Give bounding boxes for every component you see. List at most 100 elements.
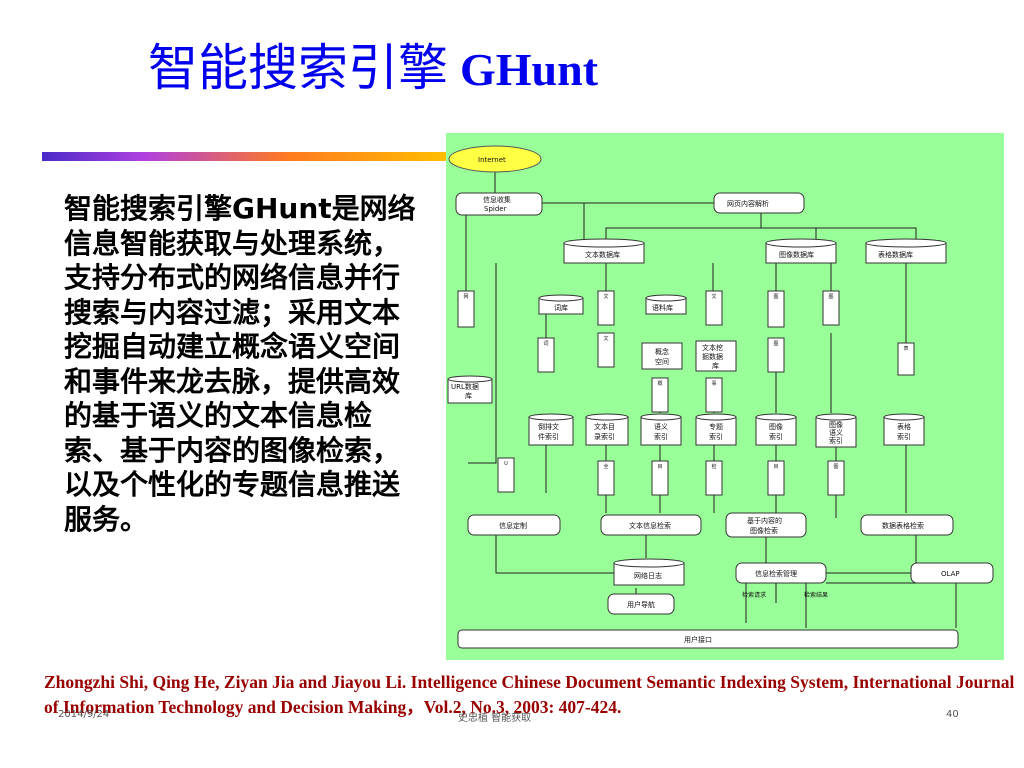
node-text-search: 文本信息检索 — [600, 514, 702, 536]
db-corpus-label: 语料库 — [652, 303, 673, 312]
svg-text:文: 文 — [603, 293, 608, 300]
node-table-search: 数据表格检索 — [860, 514, 954, 536]
node-navigation: 用户导航 — [607, 593, 675, 615]
process-column: 网 文 文 图 图 词 文 图 表 概 事 U 全 目 检 目 图 — [457, 290, 915, 496]
db-text: 文本数据库 — [563, 238, 645, 264]
internet-cloud: Internet — [448, 145, 542, 173]
db-url-label-1: URL数据 — [451, 382, 479, 391]
svg-text:文: 文 — [603, 335, 608, 342]
node-table-search-label: 数据表格检索 — [882, 521, 924, 530]
title-english: GHunt — [460, 44, 599, 95]
node-management-label: 信息检索管理 — [755, 569, 797, 578]
node-textmine-label-2: 掘数据 — [702, 352, 723, 361]
index-inverted: 倒排文 件索引 — [528, 413, 574, 446]
db-image: 图像数据库 — [765, 238, 837, 264]
node-user-interface: 用户接口 — [457, 629, 959, 649]
node-cbir-label-2: 图像检索 — [750, 526, 778, 535]
db-netlog-label: 网络日志 — [634, 571, 662, 580]
svg-text:词: 词 — [543, 340, 548, 347]
db-table-label: 表格数据库 — [878, 250, 913, 259]
index-imgsem-label-2: 语义 — [829, 428, 843, 437]
svg-text:表: 表 — [903, 345, 908, 352]
index-imgsem-label-1: 图像 — [829, 420, 843, 429]
svg-text:目: 目 — [657, 464, 662, 470]
db-url: URL数据 库 — [447, 375, 493, 404]
index-inverted-label-1: 倒排文 — [538, 422, 559, 431]
citation: Zhongzhi Shi, Qing He, Ziyan Jia and Jia… — [44, 672, 1015, 717]
index-topic: 专题 索引 — [695, 413, 737, 446]
node-custom: 信息定制 — [467, 514, 561, 536]
svg-text:U: U — [504, 461, 508, 467]
index-image-label-2: 索引 — [769, 432, 783, 441]
db-url-label-2: 库 — [465, 391, 472, 400]
footer-page-number: 40 — [946, 709, 959, 720]
index-image-label-1: 图像 — [769, 422, 783, 431]
label-search-request: 检索请求 — [742, 591, 766, 599]
title-underline — [42, 152, 452, 161]
index-topic-label-2: 索引 — [709, 432, 723, 441]
db-dict: 词库 — [538, 294, 584, 315]
node-text-mining: 文本挖 掘数据 库 — [695, 340, 737, 372]
svg-text:图: 图 — [833, 464, 838, 470]
index-imgsem-label-3: 索引 — [829, 436, 843, 445]
node-olap-label: OLAP — [941, 570, 960, 578]
index-topic-label-1: 专题 — [709, 422, 723, 431]
node-concept-label-1: 概念 — [655, 347, 669, 356]
node-concept-label-2: 空间 — [655, 357, 669, 366]
index-semantic-label-2: 索引 — [654, 432, 668, 441]
body-paragraph: 智能搜索引擎GHunt是网络信息智能获取与处理系统，支持分布式的网络信息并行搜索… — [64, 192, 416, 536]
index-semantic: 语义 索引 — [640, 413, 682, 446]
svg-text:目: 目 — [773, 464, 778, 470]
diagram-connectors — [465, 170, 957, 628]
svg-text:图: 图 — [828, 294, 833, 300]
svg-text:事: 事 — [711, 380, 716, 387]
index-image-semantic: 图像 语义 索引 — [815, 413, 857, 448]
db-table: 表格数据库 — [865, 238, 947, 264]
footer-date: 2014/9/24 — [58, 709, 110, 720]
node-parser: 网页内容解析 — [713, 192, 805, 214]
node-parser-label: 网页内容解析 — [727, 199, 769, 208]
node-user-interface-label: 用户接口 — [684, 635, 712, 644]
node-concept-space: 概念 空间 — [641, 342, 683, 370]
node-spider-label-2: Spider — [484, 205, 507, 213]
db-corpus: 语料库 — [645, 294, 687, 315]
index-table: 表格 索引 — [883, 413, 925, 446]
footer-author: 史忠植 智能获取 — [458, 713, 532, 724]
index-image: 图像 索引 — [755, 413, 797, 446]
index-table-label-1: 表格 — [897, 422, 911, 431]
label-search-result: 检索结果 — [804, 591, 828, 599]
node-spider: 信息收集 Spider — [455, 192, 543, 216]
svg-text:图: 图 — [773, 294, 778, 300]
svg-text:概: 概 — [657, 380, 662, 387]
node-textmine-label-1: 文本挖 — [702, 343, 723, 352]
index-catalog-label-1: 文本目 — [594, 422, 615, 431]
index-inverted-label-2: 件索引 — [538, 432, 559, 441]
internet-label: Internet — [478, 156, 506, 164]
db-dict-label: 词库 — [554, 303, 568, 312]
node-cbir: 基于内容的 图像检索 — [725, 512, 807, 538]
node-olap: OLAP — [910, 562, 994, 584]
node-textmine-label-3: 库 — [712, 361, 719, 370]
db-text-label: 文本数据库 — [585, 250, 620, 259]
svg-text:图: 图 — [773, 341, 778, 347]
svg-text:检: 检 — [711, 463, 716, 470]
node-text-search-label: 文本信息检索 — [629, 521, 671, 530]
architecture-diagram: Internet 信息收集 Spider 网页内容解析 文本数据库 图像数据库 … — [446, 133, 1004, 660]
node-custom-label: 信息定制 — [499, 521, 527, 530]
node-cbir-label-1: 基于内容的 — [747, 516, 782, 525]
node-spider-label-1: 信息收集 — [483, 195, 511, 204]
index-table-label-2: 索引 — [897, 432, 911, 441]
index-row: 倒排文 件索引 文本目 录索引 语义 索引 专题 索引 图像 索引 图像 语义 … — [528, 413, 925, 448]
index-semantic-label-1: 语义 — [654, 422, 668, 431]
title-chinese: 智能搜索引擎 — [148, 39, 448, 97]
node-management: 信息检索管理 — [735, 562, 827, 584]
node-navigation-label: 用户导航 — [627, 600, 655, 609]
index-catalog: 文本目 录索引 — [585, 413, 629, 446]
db-image-label: 图像数据库 — [779, 250, 814, 259]
svg-text:网: 网 — [463, 294, 468, 300]
db-netlog: 网络日志 — [613, 558, 685, 586]
svg-text:文: 文 — [711, 293, 716, 300]
svg-text:全: 全 — [603, 463, 608, 470]
index-catalog-label-2: 录索引 — [594, 432, 615, 441]
